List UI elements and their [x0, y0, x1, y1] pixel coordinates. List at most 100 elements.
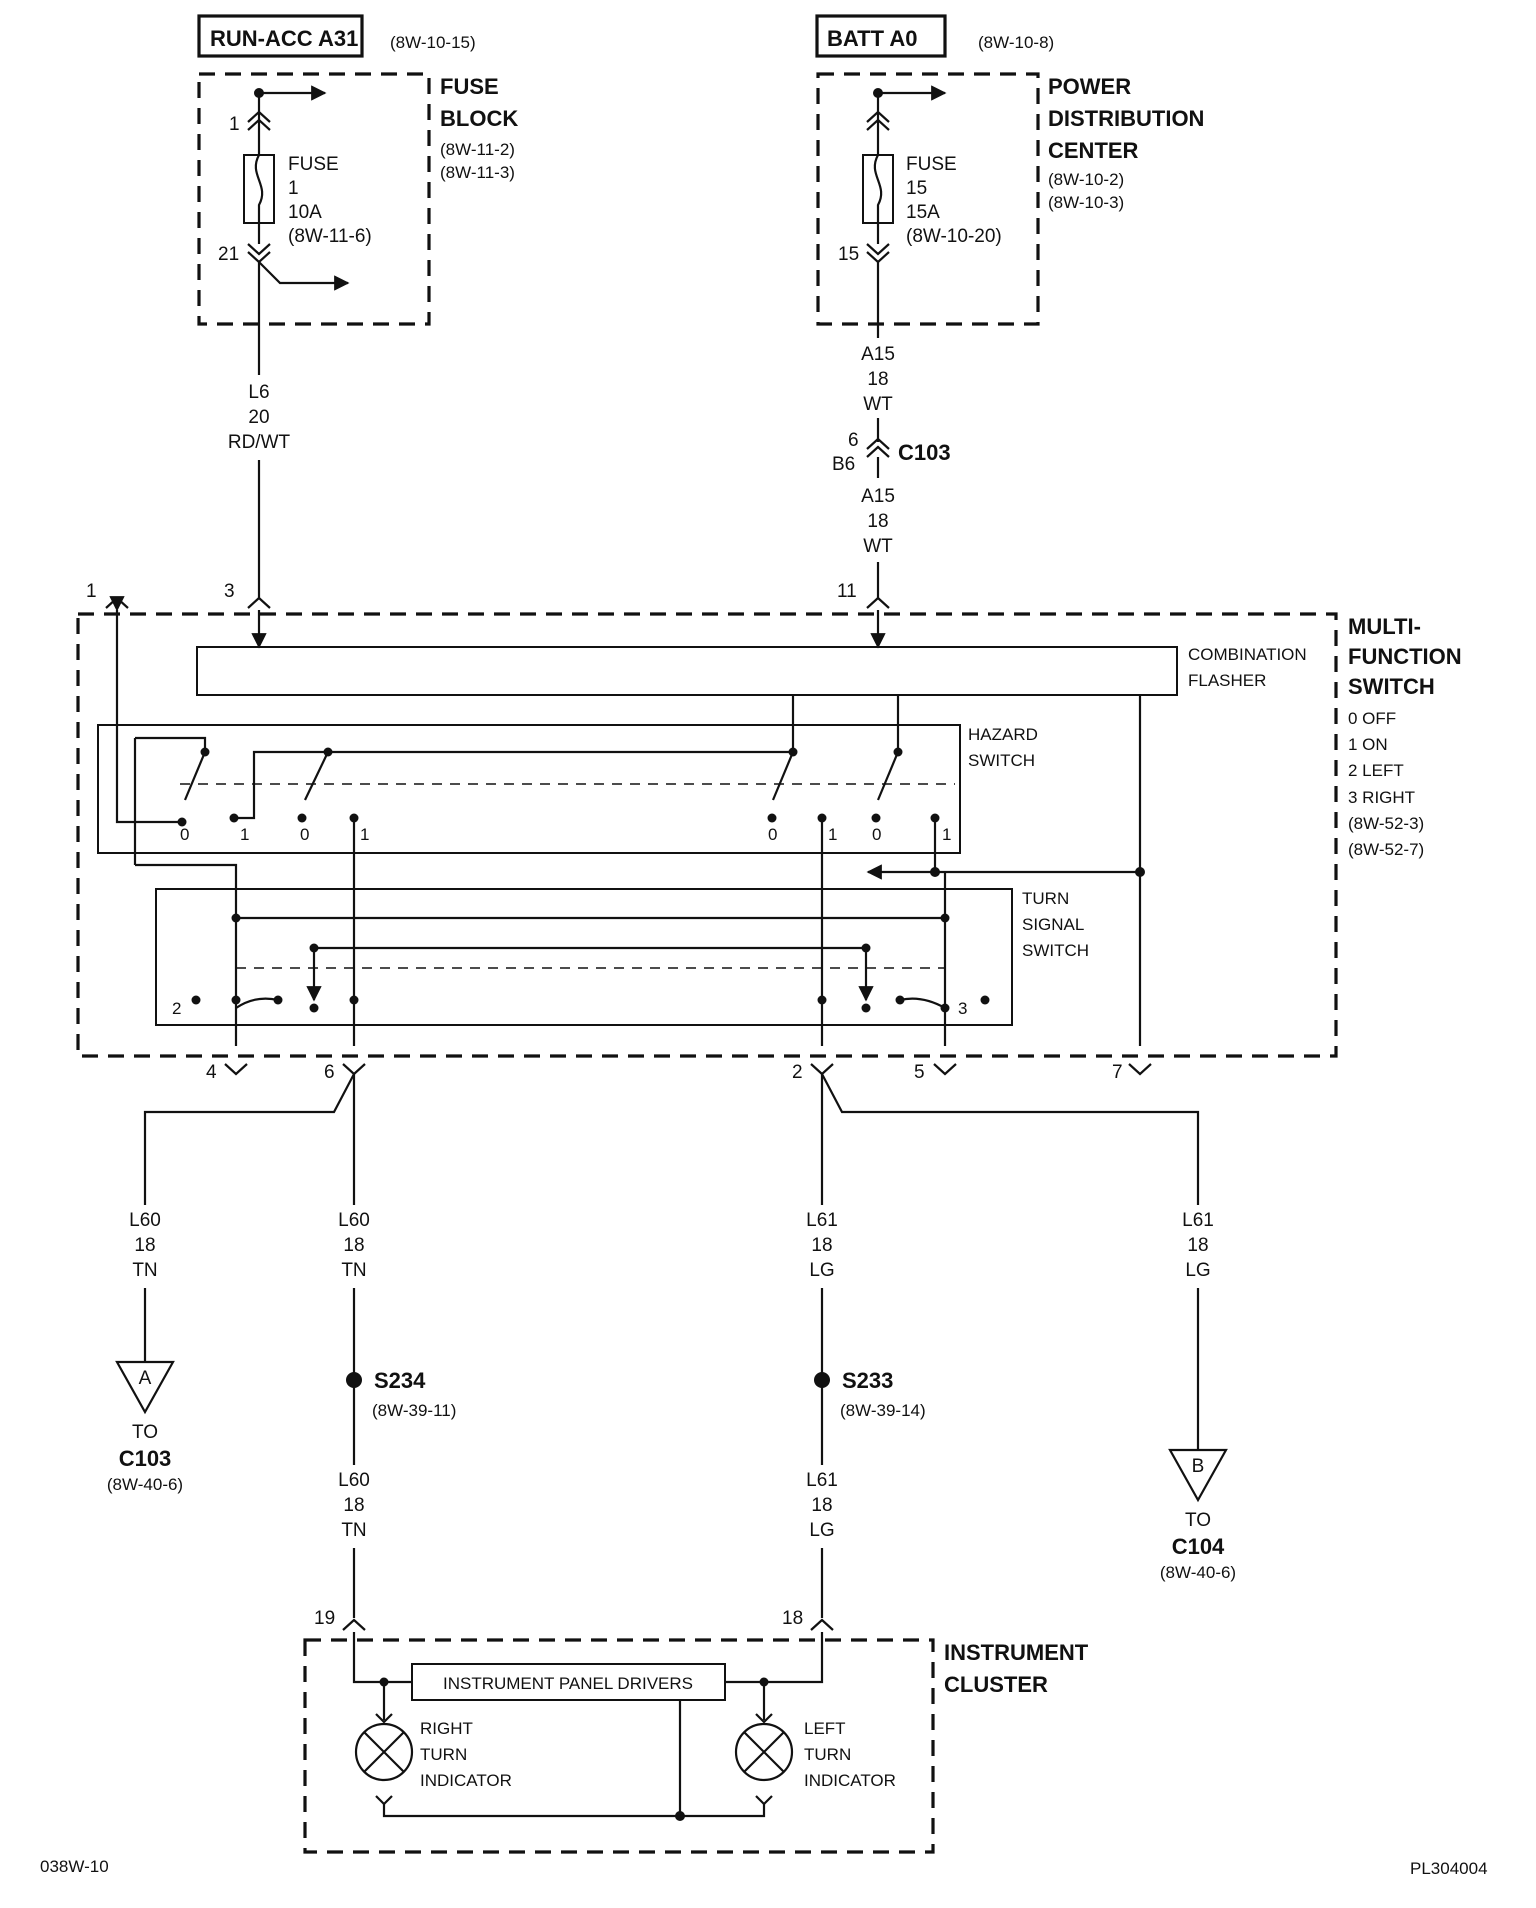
- fuse-1-output-pin: [247, 243, 271, 264]
- hazard-pos-0d: 0: [872, 825, 881, 844]
- batt-source-ref: (8W-10-8): [978, 33, 1054, 52]
- hazard-pos-1d: 1: [942, 825, 951, 844]
- l61-right-circuit: L61: [1182, 1210, 1214, 1231]
- legend-ref-1: (8W-52-3): [1348, 814, 1424, 833]
- cluster-title-2: CLUSTER: [944, 1672, 1048, 1697]
- mfs-pin-3-connector: [247, 596, 271, 609]
- fuse-15-ref: (8W-10-20): [906, 226, 1002, 247]
- fuse-block-group: RUN-ACC A31 (8W-10-15) FUSE BLOCK (8W-11…: [197, 14, 518, 375]
- combination-flasher: [196, 646, 1178, 696]
- cluster-pin-18-connector: [810, 1618, 834, 1631]
- indicator-ground-bus: [382, 1804, 766, 1818]
- hazard-pos-1c: 1: [828, 825, 837, 844]
- multifunction-switch: MULTI- FUNCTION SWITCH 0 OFF 1 ON 2 LEFT…: [76, 581, 1462, 1083]
- hazard-contact-0a: [177, 817, 187, 827]
- mfs-pin-3: 3: [224, 581, 235, 602]
- hazard-blade-2: [304, 751, 329, 801]
- mfs-pin-5-connector: [933, 1063, 957, 1076]
- l60-low-gauge: 18: [343, 1495, 364, 1516]
- pdc-ref-2: (8W-10-3): [1048, 193, 1124, 212]
- a15-upper-color: WT: [863, 394, 893, 415]
- turn-pin-4-line: [135, 863, 238, 1046]
- l60-left-label: L60 18 TN: [129, 1210, 161, 1281]
- fuse-block-boundary: [197, 72, 431, 326]
- l61-mid-label: L61 18 LG: [806, 1210, 838, 1281]
- mfs-pin-7: 7: [1112, 1062, 1123, 1083]
- splice-s233-label: S233: [842, 1368, 893, 1393]
- l60-branch-to-a: [143, 1073, 355, 1205]
- connector-a-to: TO: [132, 1422, 158, 1443]
- l61-low-color: LG: [809, 1520, 834, 1541]
- l60-low-circuit: L60: [338, 1470, 370, 1491]
- legend-left: 2 LEFT: [1348, 761, 1404, 780]
- batt-source-label: BATT A0: [827, 26, 917, 51]
- l60-left-gauge: 18: [134, 1235, 155, 1256]
- cluster-title-1: INSTRUMENT: [944, 1640, 1089, 1665]
- connector-a-ref: (8W-40-6): [107, 1475, 183, 1494]
- mfs-pin-6-connector: [342, 1063, 366, 1076]
- fuse-1-number: 1: [288, 178, 299, 199]
- connector-a-letter: A: [139, 1368, 152, 1389]
- run-acc-source-box: [197, 14, 364, 58]
- legend-right: 3 RIGHT: [1348, 788, 1415, 807]
- fuse-1-pin-in: 1: [229, 114, 240, 135]
- turn-contact-ml: [309, 1003, 319, 1013]
- hazard-blade-1: [183, 751, 207, 801]
- instrument-panel-drivers: [411, 1663, 726, 1701]
- splice-s233-ref: (8W-39-14): [840, 1401, 926, 1420]
- hazard-label-1: HAZARD: [968, 725, 1038, 744]
- hazard-blade-3: [771, 751, 795, 801]
- mfs-pin-6: 6: [324, 1062, 335, 1083]
- l6-gauge: 20: [248, 407, 269, 428]
- fuse-15-label: FUSE: [906, 154, 957, 175]
- l60-mid-circuit: L60: [338, 1210, 370, 1231]
- l61-low-label: L61 18 LG: [806, 1470, 838, 1541]
- l60-left-circuit: L60: [129, 1210, 161, 1231]
- hazard-switch-box: [97, 724, 961, 854]
- hazard-contact-0d: [871, 813, 881, 823]
- footer-left-code: 038W-10: [40, 1857, 109, 1876]
- turn-contact-mr: [861, 1003, 871, 1013]
- legend-on: 1 ON: [1348, 735, 1388, 754]
- connector-b: B TO C104 (8W-40-6): [1160, 1448, 1236, 1582]
- a15-upper-gauge: 18: [867, 369, 888, 390]
- a15-lower-color: WT: [863, 536, 893, 557]
- footer-right-code: PL304004: [1410, 1859, 1488, 1878]
- multifunction-boundary: [76, 612, 1338, 1058]
- l61-right-gauge: 18: [1187, 1235, 1208, 1256]
- batt-source-box: [815, 14, 947, 58]
- mfs-pin-4-connector: [224, 1063, 248, 1076]
- left-indicator-pin-bottom: [755, 1795, 773, 1806]
- left-turn-indicator-lamp: [734, 1722, 794, 1782]
- turn-signal-switch-box: [155, 888, 1013, 1026]
- hazard-contact-0b: [297, 813, 307, 823]
- instrument-cluster: 19 18 INSTRUMENT CLUSTER INSTRUMENT PANE…: [303, 1608, 1089, 1854]
- fuse-15-pin-out: 15: [838, 244, 859, 265]
- multifunction-title-1: MULTI-: [1348, 614, 1421, 639]
- l61-right-color: LG: [1185, 1260, 1210, 1281]
- fuse-15-element: [873, 154, 883, 223]
- flasher-label-2: FLASHER: [1188, 671, 1266, 690]
- mfs-pin-1-connector: [105, 596, 129, 609]
- a15-upper-circuit: A15: [861, 344, 895, 365]
- l61-low-gauge: 18: [811, 1495, 832, 1516]
- fuse-block-title-1: FUSE: [440, 74, 499, 99]
- right-indicator-label-3: INDICATOR: [420, 1771, 512, 1790]
- turn-contact-2: [191, 995, 201, 1005]
- turn-contact-2b: [817, 995, 827, 1005]
- left-indicator-pin-top: [755, 1713, 773, 1724]
- mfs-pin-2-connector: [810, 1063, 834, 1076]
- connector-a: A TO C103 (8W-40-6): [107, 1360, 183, 1494]
- l61-branch-to-b: [821, 1073, 1200, 1205]
- l60-low-label: L60 18 TN: [338, 1470, 370, 1541]
- mfs-pin-5: 5: [914, 1062, 925, 1083]
- fuse-15-input-pin: [866, 110, 890, 131]
- l61-right-label: L61 18 LG: [1182, 1210, 1214, 1281]
- l61-mid-gauge: 18: [811, 1235, 832, 1256]
- pdc-title-3: CENTER: [1048, 138, 1139, 163]
- left-indicator-label-1: LEFT: [804, 1719, 846, 1738]
- fuse-block-feed-arrow-bottom: [258, 261, 350, 291]
- flasher-label-1: COMBINATION: [1188, 645, 1307, 664]
- l61-low-circuit: L61: [806, 1470, 838, 1491]
- mfs-pin-1: 1: [86, 581, 97, 602]
